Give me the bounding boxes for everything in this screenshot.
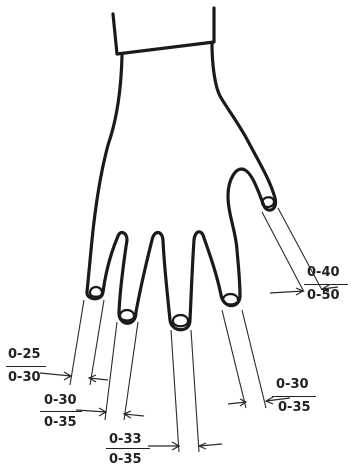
index-guide-left — [222, 310, 246, 408]
little-label-bottom: 0-30 — [8, 371, 41, 385]
thumb-label-rule — [304, 284, 348, 285]
middle-label-rule — [106, 448, 150, 449]
thumb-guide-left — [262, 212, 304, 292]
middle-label-top: 0-33 — [109, 433, 142, 447]
middle-label-bottom: 0-35 — [109, 453, 142, 467]
ring-finger-nail — [120, 310, 134, 321]
ring-label-top: 0-30 — [44, 394, 77, 408]
thumb-label-top: 0-40 — [307, 266, 340, 280]
little-guide-left — [70, 300, 84, 385]
ring-guide-left — [105, 322, 117, 420]
index-guide-right — [242, 310, 266, 408]
wrist-cuff — [113, 8, 214, 54]
ring-arrow — [76, 408, 144, 418]
ring-label-rule — [40, 411, 82, 412]
little-guide-right — [90, 300, 104, 385]
ring-guide-right — [124, 322, 138, 420]
little-label-rule — [6, 366, 46, 367]
little-arrow — [40, 372, 108, 382]
index-label-top: 0-30 — [276, 378, 309, 392]
middle-guide-right — [191, 330, 199, 452]
middle-finger-nail — [173, 315, 188, 326]
thumb-label-bottom: 0-50 — [307, 289, 340, 303]
index-finger-nail — [223, 294, 238, 305]
index-label-rule — [272, 396, 316, 397]
index-label-bottom: 0-35 — [278, 401, 311, 415]
middle-guide-left — [171, 330, 179, 452]
ring-label-bottom: 0-35 — [44, 416, 77, 430]
little-label-top: 0-25 — [8, 348, 41, 362]
hand-outline — [87, 44, 276, 330]
middle-arrow — [148, 442, 222, 450]
little-finger-nail — [90, 287, 102, 297]
guide-lines — [70, 208, 322, 452]
